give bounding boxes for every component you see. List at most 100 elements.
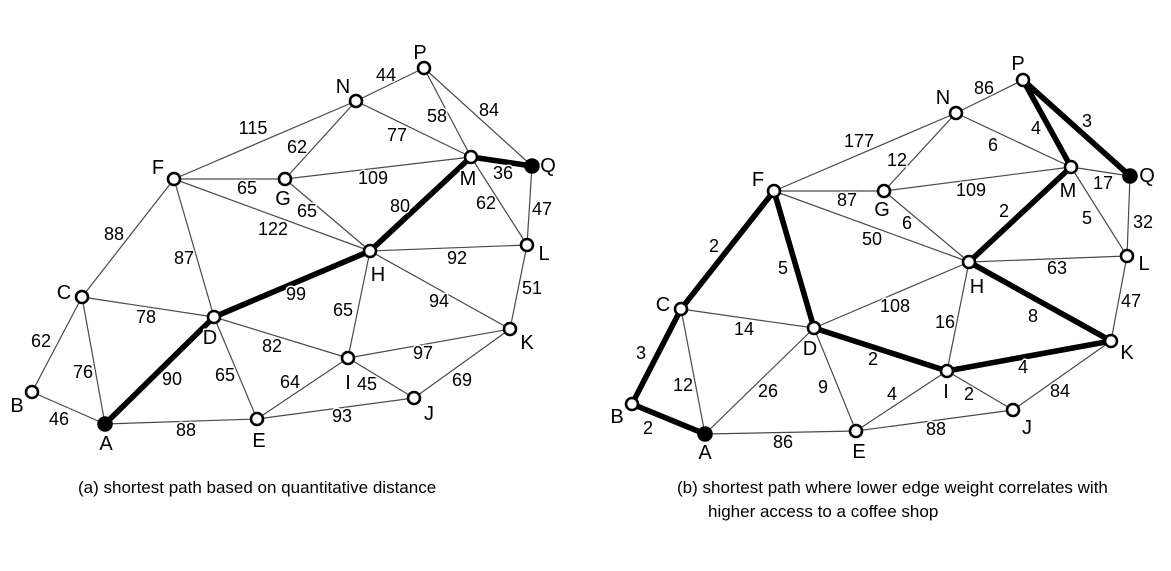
graph-b-node-label-G: G	[874, 199, 890, 221]
graph-a-edge-I-K	[347, 328, 511, 359]
graph-b-edge-E-J	[855, 409, 1014, 432]
graph-b-edge-I-J	[946, 370, 1014, 411]
graph-a-edge-F-C	[81, 178, 175, 298]
graph-a-node-label-P: P	[413, 42, 426, 64]
graph-a-edge-F-H	[173, 178, 371, 252]
graph-b-weight-P-Q: 3	[1082, 111, 1092, 131]
graph-b-node-G	[876, 183, 892, 199]
graph-a-weight-H-I: 65	[333, 300, 353, 320]
graph-a-node-label-Q: Q	[540, 155, 556, 177]
graph-a-node-P	[416, 60, 432, 76]
graph-b-node-B	[624, 396, 640, 412]
graph-a-node-label-C: C	[57, 282, 71, 304]
graph-b-edge-F-D	[771, 188, 817, 331]
graph-a-weight-C-B: 62	[31, 331, 51, 351]
graph-a-edge-H-L	[369, 244, 528, 252]
graph-b-edge-D-I	[811, 325, 950, 374]
graph-a-edge-C-A	[81, 296, 106, 425]
graph-b-weight-F-N: 177	[844, 131, 874, 151]
graph-b-node-label-C: C	[656, 294, 670, 316]
graph-b-node-label-E: E	[852, 441, 865, 463]
graph-a-weight-H-L: 92	[447, 248, 467, 268]
graph-a-weight-I-J: 45	[357, 374, 377, 394]
graph-b-edge-F-N	[773, 112, 957, 192]
graph-a-weight-M-Q: 36	[493, 163, 513, 183]
graph-b-weight-M-Q: 17	[1093, 173, 1113, 193]
graph-a-edge-N-G	[284, 100, 357, 180]
graph-a-edge-P-M	[423, 67, 472, 158]
graph-a-node-H	[362, 243, 378, 259]
graph-b-edge-F-H	[773, 190, 970, 263]
caption-graph-b: (b) shortest path where lower edge weigh…	[677, 476, 1108, 524]
graph-b-edge-Q-L	[1126, 175, 1131, 257]
graph-a-node-Q	[524, 158, 540, 174]
graph-a-node-I	[340, 350, 356, 366]
graph-b-weight-N-P: 86	[974, 78, 994, 98]
graph-a-node-K	[502, 321, 518, 337]
graph-b-node-M	[1063, 159, 1079, 175]
graph-b-edge-D-A	[704, 327, 815, 435]
graph-a-weight-H-K: 94	[429, 291, 449, 311]
graph-a-node-C	[74, 289, 90, 305]
graph-b-edge-P-Q	[1020, 77, 1133, 179]
graph-b-edge-G-H	[883, 190, 970, 263]
graph-b-node-I	[939, 363, 955, 379]
graph-b-edge-N-M	[955, 112, 1072, 168]
graph-b-edge-I-K	[944, 338, 1114, 374]
graph-a-edge-Q-L	[526, 165, 533, 246]
graph-b-node-label-M: M	[1060, 180, 1077, 202]
graph-b-node-label-H: H	[970, 276, 984, 298]
graph-b-weight-C-F: 2	[709, 236, 719, 256]
graph-a-node-M	[463, 149, 479, 165]
graph-a-edge-A-D	[102, 314, 217, 427]
graph-b-edge-C-A	[680, 308, 706, 435]
graph-a-weight-E-J: 93	[332, 406, 352, 426]
graph-a-node-J	[406, 390, 422, 406]
graph-b-node-label-L: L	[1138, 253, 1149, 275]
graph-a-weight-M-L: 62	[476, 193, 496, 213]
graph-a-node-F	[166, 171, 182, 187]
graph-b-weight-D-I: 2	[868, 349, 878, 369]
graph-b-weight-G-M: 109	[956, 180, 986, 200]
graph-a-node-label-L: L	[538, 243, 549, 265]
graph-b-node-label-P: P	[1011, 53, 1024, 75]
graph-b-node-P	[1015, 72, 1031, 88]
graph-a-node-L	[519, 237, 535, 253]
graph-b-weight-N-G: 12	[887, 150, 907, 170]
graph-a-node-label-A: A	[99, 433, 113, 455]
graph-a-weight-L-K: 51	[522, 278, 542, 298]
graph-a-node-label-H: H	[371, 264, 385, 286]
graph-a-edge-A-E	[104, 418, 258, 425]
graph-a-weight-F-D: 87	[174, 248, 194, 268]
graph-a-edge-H-I	[347, 250, 371, 359]
graph-b-node-F	[766, 183, 782, 199]
graph-a-node-label-I: I	[345, 372, 351, 394]
graph-b-edge-D-E	[813, 327, 857, 432]
graph-a-weight-A-D: 90	[162, 369, 182, 389]
graph-b-node-Q	[1122, 168, 1138, 184]
graph-a-node-A	[97, 416, 113, 432]
graph-a-weight-N-P: 44	[376, 65, 396, 85]
graph-b-edge-A-E	[704, 430, 857, 435]
graph-b-weight-B-C: 3	[636, 343, 646, 363]
graph-a-node-label-D: D	[203, 327, 217, 349]
graph-a-edge-J-K	[413, 328, 511, 399]
graph-a-node-label-F: F	[152, 157, 164, 179]
graph-b-edge-K-H	[966, 259, 1114, 344]
graph-a-weight-F-G: 65	[237, 178, 257, 198]
graph-b-weight-I-J: 2	[964, 384, 974, 404]
graph-b-edge-A-B	[629, 401, 708, 437]
graph-a-edge-P-Q	[423, 67, 533, 167]
graph-b-node-H	[961, 254, 977, 270]
graph-b-weight-G-H: 6	[902, 213, 912, 233]
graph-b-weight-D-E: 9	[818, 377, 828, 397]
graph-b-weight-M-H: 2	[999, 201, 1009, 221]
graph-a-weight-N-G: 62	[287, 137, 307, 157]
graph-b-edge-N-G	[883, 112, 957, 192]
graph-a-weight-P-Q: 84	[479, 100, 499, 120]
graph-a-edge-E-J	[256, 397, 415, 420]
graph-b-edge-D-H	[813, 261, 970, 329]
graph-a-edge-C-B	[31, 296, 83, 393]
graph-b-weight-F-H: 50	[862, 229, 882, 249]
